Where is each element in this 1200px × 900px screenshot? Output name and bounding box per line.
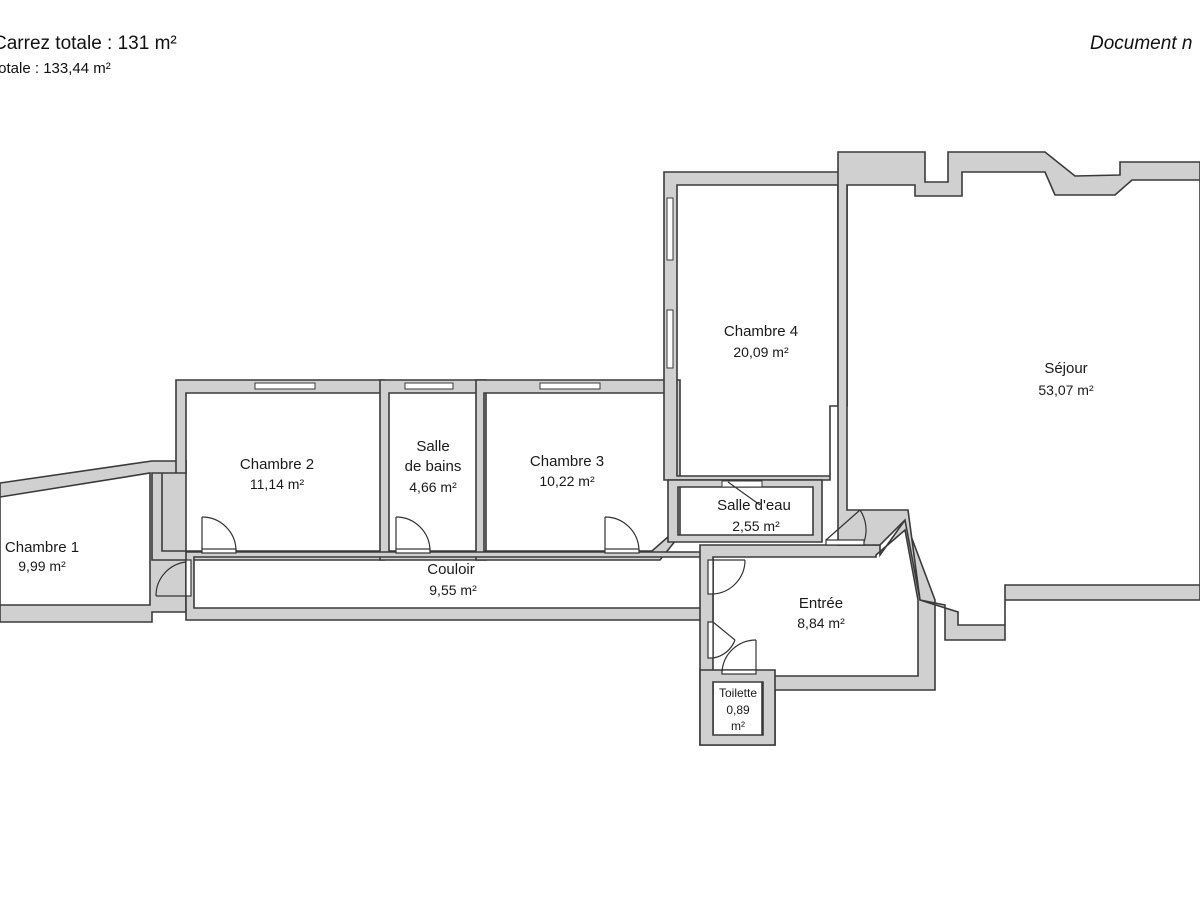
chambre1-area: 9,99 m²	[18, 558, 66, 574]
salle-deau-area: 2,55 m²	[732, 518, 780, 534]
doors	[155, 481, 867, 675]
window-chambre4-lower	[666, 309, 674, 369]
couloir-area: 9,55 m²	[429, 582, 477, 598]
door-salle-deau-internal	[727, 481, 761, 506]
couloir-name: Couloir	[427, 561, 475, 578]
salle-de-bains-area: 4,66 m²	[409, 479, 457, 495]
salle-de-bains-line2: de bains	[405, 458, 462, 475]
room-labels: Chambre 1 9,99 m² Chambre 2 11,14 m² Sal…	[5, 323, 1094, 733]
door-salle-de-bains	[395, 516, 431, 554]
chambre1-name: Chambre 1	[5, 539, 79, 556]
chambre3-walls	[475, 379, 681, 561]
entree-name: Entrée	[799, 595, 843, 612]
chambre4-area: 20,09 m²	[733, 344, 789, 360]
sejour-area: 53,07 m²	[1038, 382, 1094, 398]
document-label: Document n	[1090, 33, 1193, 54]
door-chambre2	[201, 516, 237, 554]
door-toilette	[721, 639, 757, 675]
chambre3-area: 10,22 m²	[539, 473, 595, 489]
toilette-area-value: 0,89	[726, 703, 750, 717]
total-area: totale : 133,44 m²	[0, 60, 111, 77]
toilette-name: Toilette	[719, 686, 757, 700]
window-chambre4-upper	[666, 197, 674, 261]
chambre3-name: Chambre 3	[530, 453, 604, 470]
salle-deau-walls	[667, 479, 823, 543]
window-salle-de-bains	[404, 382, 454, 390]
salle-de-bains-line1: Salle	[416, 438, 449, 455]
window-chambre3	[539, 382, 601, 390]
chambre2-area: 11,14 m²	[250, 476, 305, 492]
door-chambre1	[155, 559, 192, 597]
windows	[254, 197, 763, 488]
chambre1-walls	[0, 460, 187, 623]
window-chambre2	[254, 382, 316, 390]
door-entree-corridor	[707, 621, 736, 659]
door-salle-deau	[825, 509, 867, 546]
walls	[0, 151, 1200, 746]
total-carrez-area: Carrez totale : 131 m²	[0, 33, 177, 54]
door-chambre3	[604, 516, 640, 554]
toilette-area-unit: m²	[731, 719, 745, 733]
chambre4-name: Chambre 4	[724, 323, 798, 340]
door-couloir-entree	[707, 559, 746, 595]
sejour-walls	[837, 151, 1200, 641]
chambre2-name: Chambre 2	[240, 456, 314, 473]
sejour-name: Séjour	[1044, 360, 1087, 377]
window-salle-deau	[721, 480, 763, 488]
entree-area: 8,84 m²	[797, 615, 845, 631]
salle-deau-name: Salle d'eau	[717, 497, 791, 514]
